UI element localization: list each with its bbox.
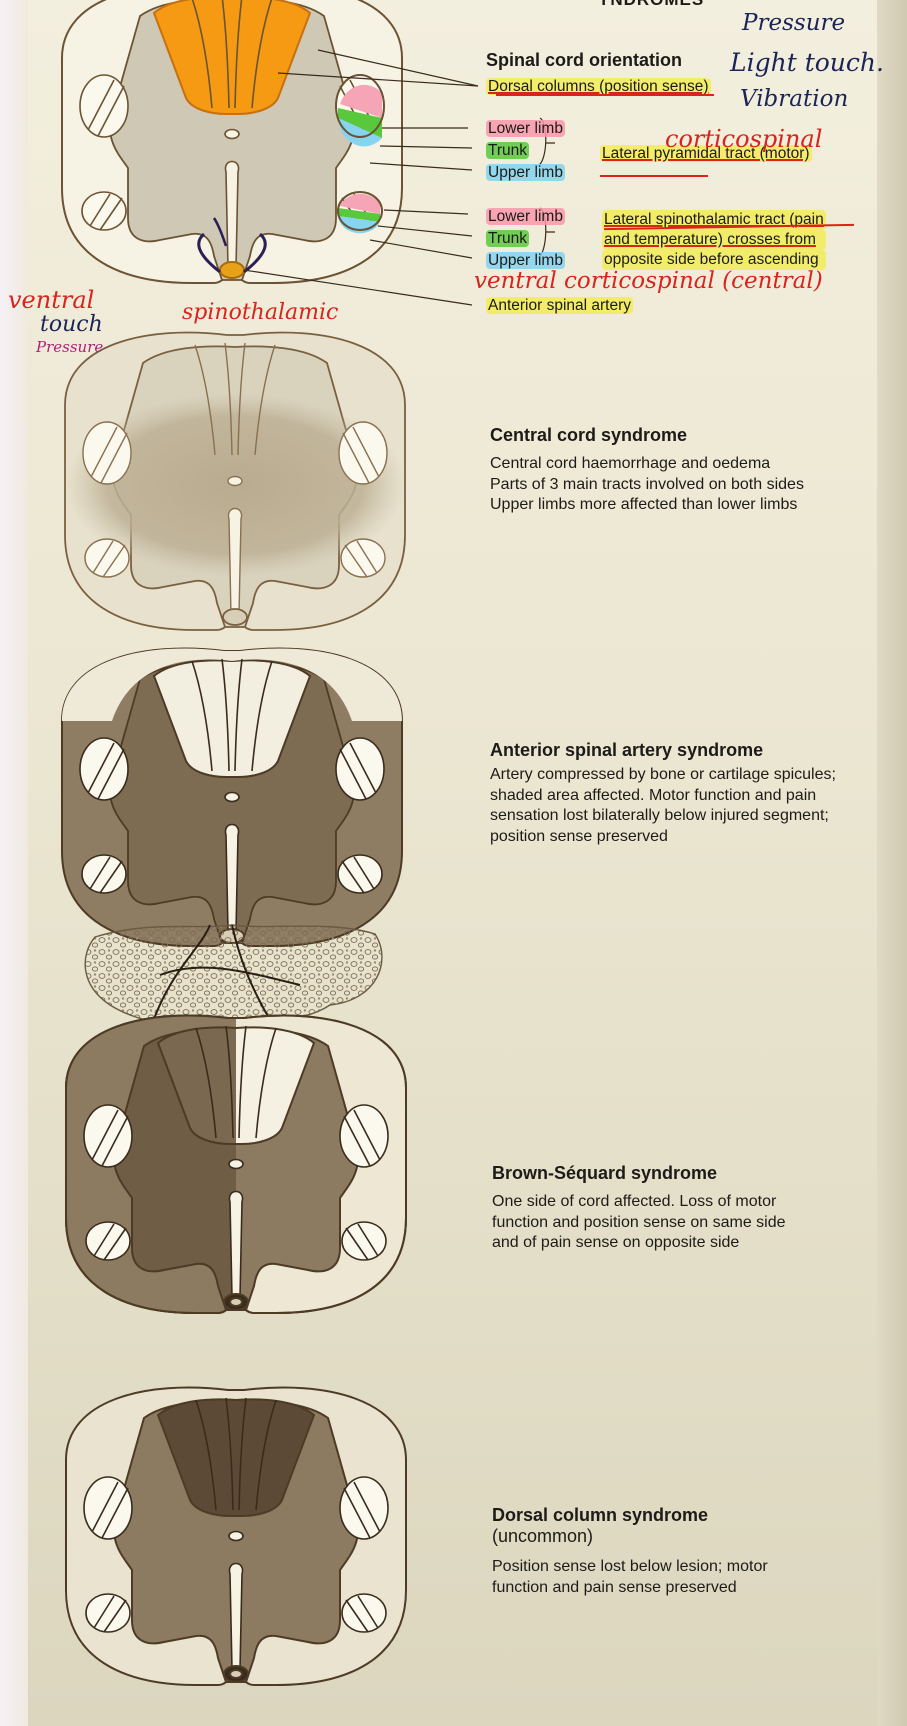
handwritten-pressure-small: Pressure bbox=[36, 338, 103, 356]
orientation-cord bbox=[62, 0, 402, 283]
dorsal-column-text: Position sense lost below lesion; motor … bbox=[492, 1557, 768, 1598]
anterior-artery-text: Artery compressed by bone or cartilage s… bbox=[490, 765, 836, 847]
brown-sequard-diagram bbox=[66, 1016, 406, 1313]
central-cord-diagram bbox=[65, 333, 405, 630]
anterior-artery-diagram bbox=[62, 649, 402, 946]
orientation-title: Spinal cord orientation bbox=[486, 50, 682, 71]
handwritten-pressure-top: Pressure bbox=[742, 10, 845, 36]
handwritten-ventral: ventral bbox=[8, 286, 94, 314]
brown-sequard-text: One side of cord affected. Loss of motor… bbox=[492, 1192, 786, 1254]
anterior-artery-title: Anterior spinal artery syndrome bbox=[490, 740, 836, 761]
red-underline-pyramidal bbox=[600, 175, 708, 177]
anterior-artery-description: Anterior spinal artery syndrome Artery c… bbox=[490, 740, 836, 847]
trunk-label-2: Trunk bbox=[486, 230, 529, 248]
trunk-label-1: Trunk bbox=[486, 142, 529, 160]
handwritten-corticospinal: corticospinal bbox=[665, 125, 822, 153]
dorsal-column-description: Dorsal column syndrome (uncommon) Positi… bbox=[492, 1505, 768, 1598]
central-cord-description: Central cord syndrome Central cord haemo… bbox=[490, 425, 804, 516]
anterior-spinal-artery-label: Anterior spinal artery bbox=[486, 297, 633, 315]
brown-sequard-description: Brown-Séquard syndrome One side of cord … bbox=[492, 1163, 786, 1254]
bone-spicules bbox=[85, 925, 382, 1030]
handwritten-vibration: Vibration bbox=[740, 86, 848, 112]
lower-limb-label-2: Lower limb bbox=[486, 208, 565, 226]
red-underline-dorsal bbox=[496, 94, 714, 96]
section-header-fragment: YNDROMES bbox=[598, 0, 704, 10]
handwritten-spinothalamic: spinothalamic bbox=[182, 300, 338, 325]
upper-limb-label-1: Upper limb bbox=[486, 164, 565, 182]
dorsal-column-title-suffix: (uncommon) bbox=[492, 1526, 768, 1547]
handwritten-touch: touch bbox=[40, 312, 103, 337]
dorsal-column-diagram bbox=[66, 1388, 406, 1685]
dorsal-column-title: Dorsal column syndrome bbox=[492, 1505, 768, 1526]
dorsal-column-title-row: Dorsal column syndrome (uncommon) bbox=[492, 1505, 768, 1547]
central-cord-title: Central cord syndrome bbox=[490, 425, 804, 446]
central-cord-text: Central cord haemorrhage and oedema Part… bbox=[490, 454, 804, 516]
handwritten-light-touch: Light touch. bbox=[730, 48, 884, 77]
brown-sequard-title: Brown-Séquard syndrome bbox=[492, 1163, 786, 1184]
lower-limb-label-1: Lower limb bbox=[486, 120, 565, 138]
spinothalamic-label: Lateral spinothalamic tract (pain and te… bbox=[602, 210, 826, 270]
handwritten-ventral-corticospinal: ventral corticospinal (central) bbox=[474, 268, 823, 294]
